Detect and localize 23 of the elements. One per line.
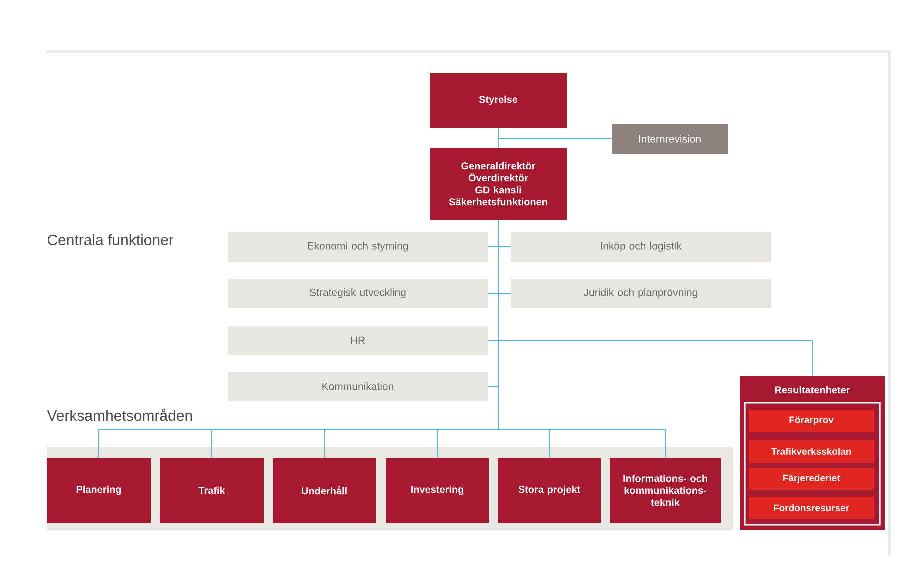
org-box: Informations- och kommunikations- teknik	[610, 458, 721, 523]
org-box: Stora projekt	[498, 458, 601, 523]
org-box: Investering	[386, 458, 489, 523]
connector-line	[498, 220, 666, 458]
org-box: Generaldirektör Överdirektör GD kansli Säkerhetsfunktionen	[430, 148, 567, 220]
section-heading: Centrala funktioner	[48, 234, 174, 246]
unit-box: Förarprov	[749, 410, 874, 432]
function-box: Juridik och planprövning	[511, 279, 771, 308]
unit-box: Trafikverksskolan	[749, 440, 874, 463]
function-box: Ekonomi och styrning	[228, 232, 488, 262]
org-box: Underhåll	[273, 458, 376, 523]
function-box: Kommunikation	[228, 372, 488, 401]
org-box: Internrevision	[612, 124, 728, 154]
function-box: Inköp och logistik	[511, 232, 771, 262]
function-box: Strategisk utveckling	[228, 279, 488, 308]
org-box: Trafik	[160, 458, 264, 523]
org-box: Planering	[47, 458, 151, 523]
org-box: Styrelse	[430, 73, 567, 128]
connector-line	[498, 128, 612, 140]
function-box: HR	[228, 326, 488, 355]
unit-box: Färjerederiet	[749, 468, 874, 490]
unit-box: Fordonsresurser	[749, 497, 874, 519]
section-heading: Verksamhetsområden	[47, 408, 192, 422]
